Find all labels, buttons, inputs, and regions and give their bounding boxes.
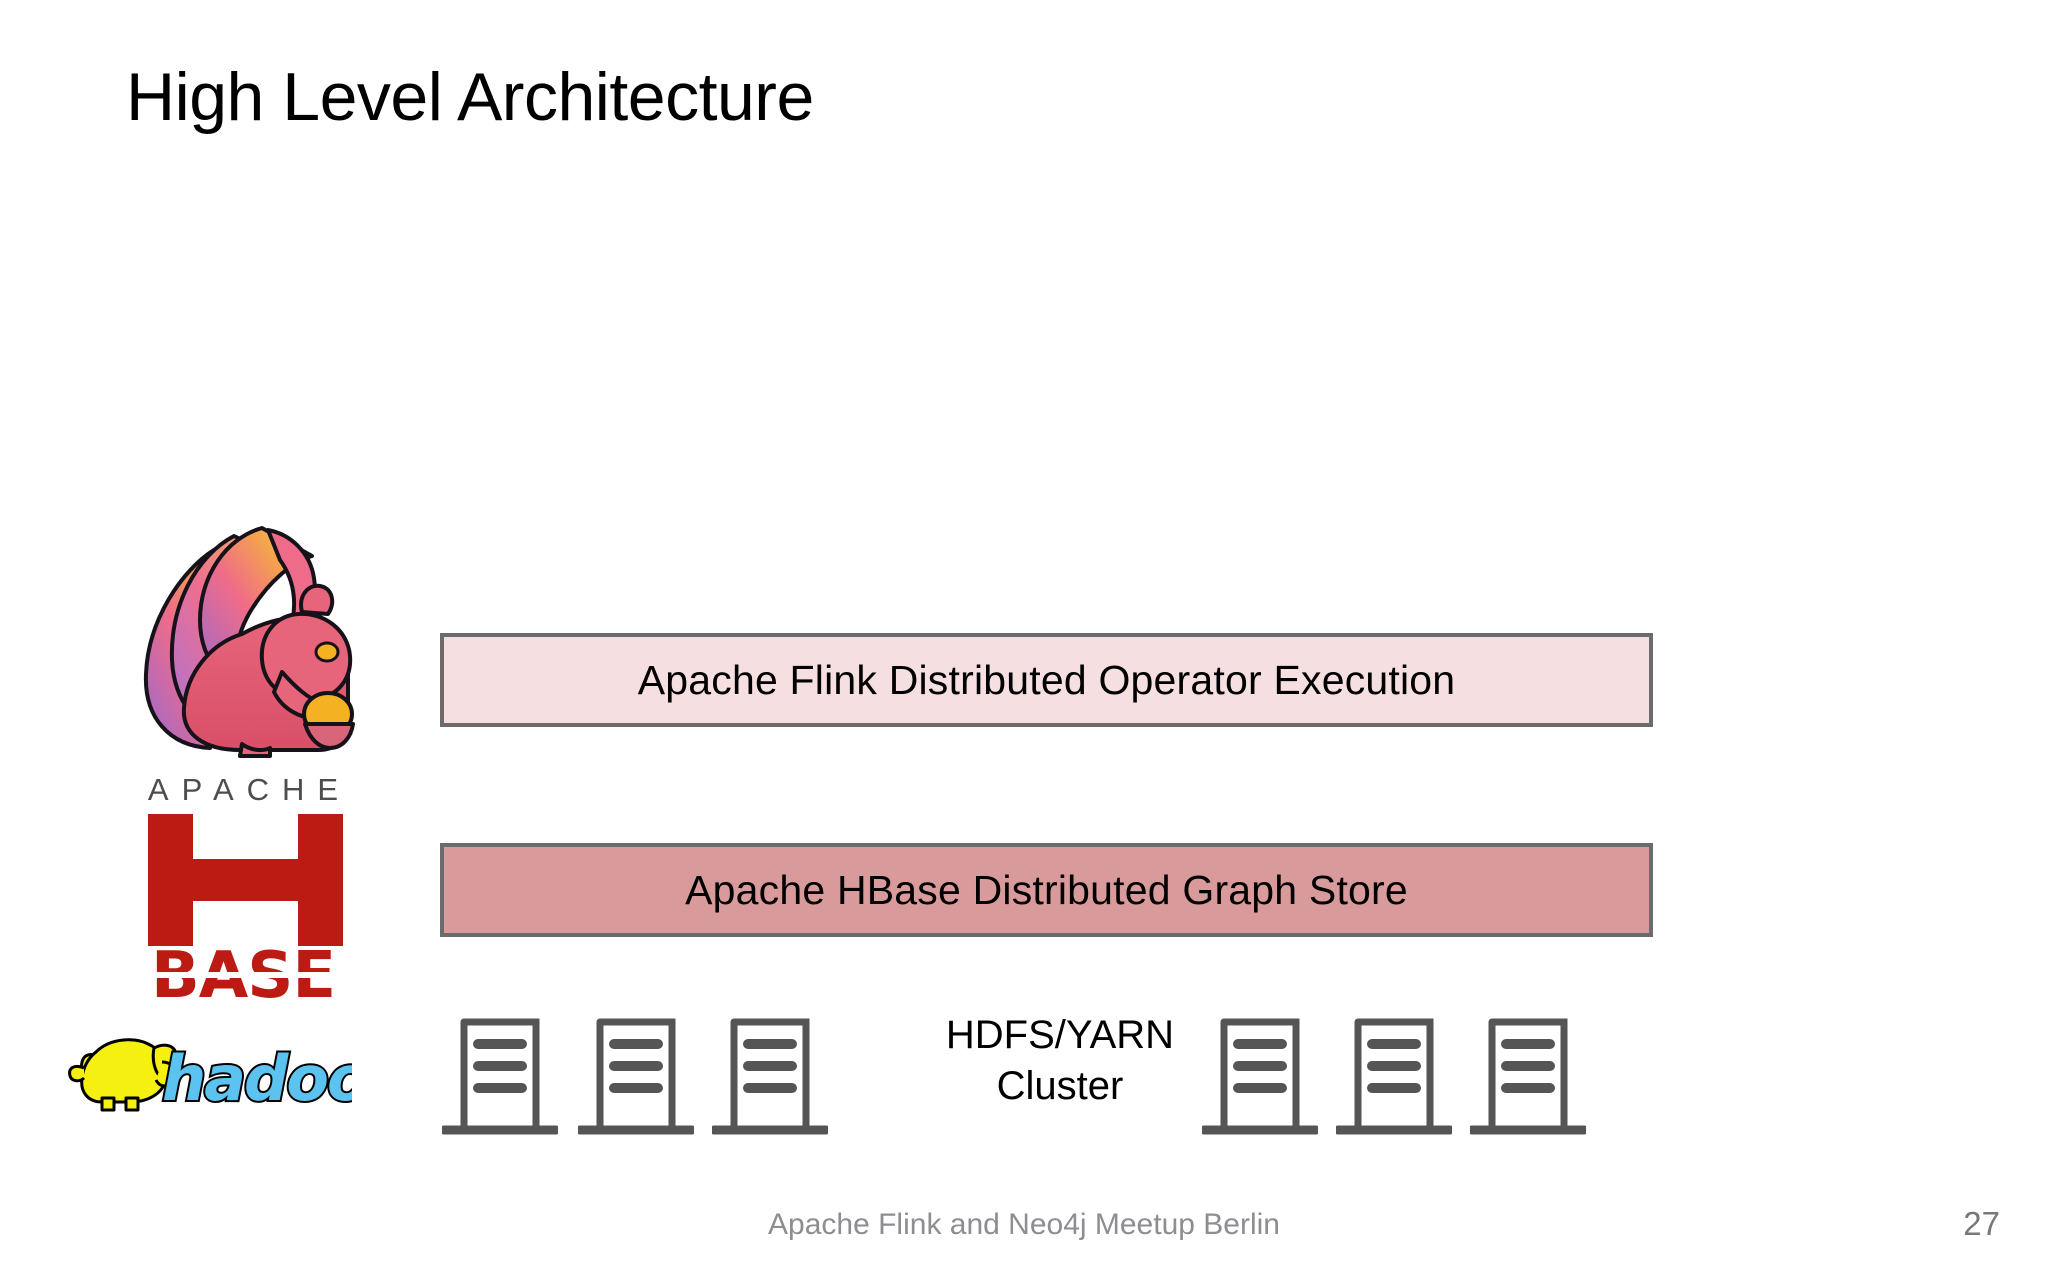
- cluster-label-line2: Cluster: [996, 1064, 1124, 1109]
- apache-flink-logo: [122, 512, 372, 767]
- hbase-base-strike: [140, 972, 348, 978]
- server-icon: [712, 1008, 828, 1138]
- hbase-base-wordmark: BASE: [118, 944, 368, 1008]
- layer-label-flink: Apache Flink Distributed Operator Execut…: [637, 656, 1456, 703]
- cluster-label-line1: HDFS/YARN: [945, 1013, 1175, 1057]
- page-number: 27: [1963, 1205, 2000, 1242]
- layer-box-flink: Apache Flink Distributed Operator Execut…: [440, 633, 1653, 727]
- page-title: High Level Architecture: [126, 59, 814, 135]
- server-icon: [442, 1008, 558, 1138]
- layer-label-hbase: Apache HBase Distributed Graph Store: [685, 866, 1408, 913]
- server-icon: [1336, 1008, 1452, 1138]
- hbase-h-mark: [148, 814, 343, 946]
- svg-text:hadoop: hadoop: [162, 1042, 352, 1115]
- cluster-label: HDFS/YARN Cluster: [935, 1010, 1185, 1112]
- server-icon: [1470, 1008, 1586, 1138]
- slide-footer: Apache Flink and Neo4j Meetup Berlin: [768, 1208, 1280, 1241]
- server-icon: [1202, 1008, 1318, 1138]
- server-icon: [578, 1008, 694, 1138]
- hdfs-yarn-cluster-row: HDFS/YARN Cluster: [440, 1000, 1680, 1140]
- hbase-apache-wordmark: APACHE: [147, 772, 352, 807]
- layer-box-hbase: Apache HBase Distributed Graph Store: [440, 843, 1653, 937]
- apache-hbase-logo: APACHE BASE: [118, 772, 368, 1020]
- apache-hadoop-logo: hadoop: [62, 1028, 352, 1118]
